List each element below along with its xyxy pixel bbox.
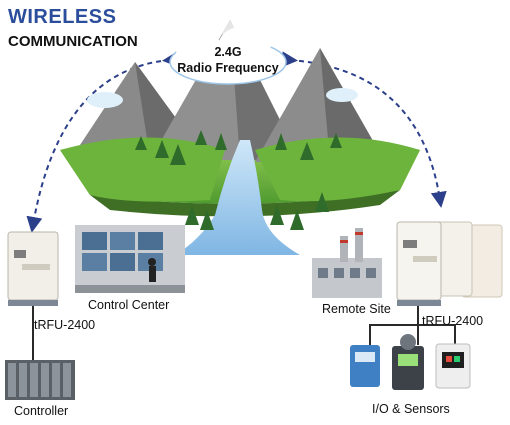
radio-frequency-cloud: [169, 26, 287, 85]
trfu-device-left: [7, 231, 59, 306]
controller-label: Controller: [14, 404, 69, 418]
remote-site-label: Remote Site: [322, 302, 391, 316]
wireless-arc-left: [26, 51, 179, 233]
control-center-label: Control Center: [88, 298, 170, 312]
io-sensors-label: I/O & Sensors: [372, 402, 450, 416]
diagram-title-line1: WIRELESS: [8, 6, 117, 28]
cloud-label-line1: 2.4G: [214, 45, 242, 59]
trfu-device-right: [396, 221, 503, 306]
remote-site-illustration: [312, 228, 382, 298]
controller-illustration: [5, 360, 75, 400]
cloud-label-line2: Radio Frequency: [177, 61, 279, 75]
island-illustration: [60, 20, 420, 255]
io-sensors-illustration: [350, 334, 471, 390]
control-center-illustration: [75, 225, 185, 293]
wire-right: [369, 306, 456, 345]
trfu-right-label: tRFU-2400: [422, 314, 484, 328]
cloud-label: 2.4G Radio Frequency: [168, 44, 288, 76]
trfu-left-label: tRFU-2400: [34, 318, 96, 332]
diagram-title-line2: COMMUNICATION: [8, 33, 138, 50]
